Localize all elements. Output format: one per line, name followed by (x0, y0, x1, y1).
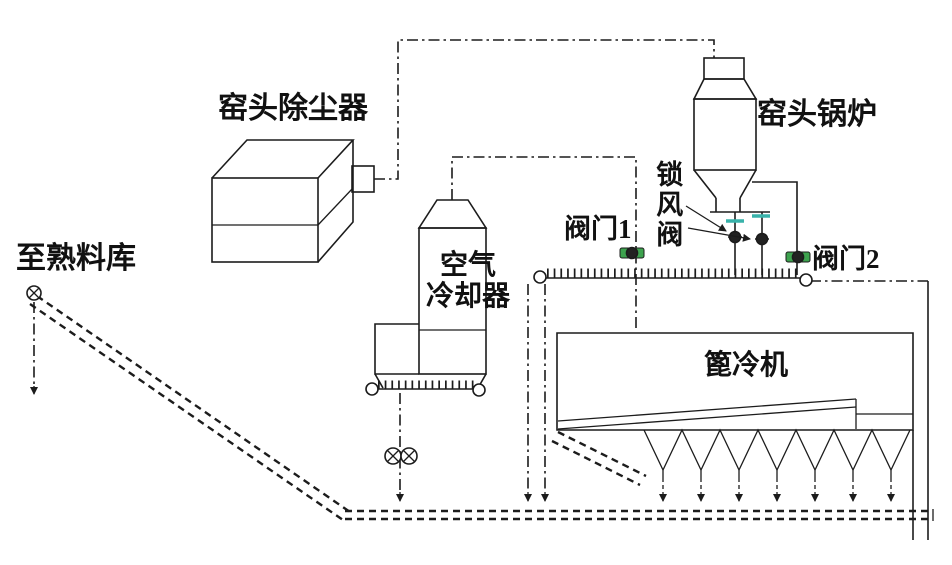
label-valve-1: 阀门1 (564, 214, 632, 244)
conveyor-pulley-left (533, 270, 547, 284)
air-cooler-drag-conveyor (365, 380, 486, 397)
bottom-clinker-conveyor (345, 509, 934, 521)
lock-valve-pointer-left (685, 205, 727, 232)
air-lock-valves (726, 214, 770, 246)
label-to-clinker-silo: 至熟料库 (16, 242, 136, 275)
label-dust-collector: 窑头除尘器 (218, 92, 368, 125)
lock-valve-pointer-right (687, 227, 751, 242)
boiler-shape (692, 57, 798, 275)
pipe-air-cooler-to-valve1-drop (451, 156, 637, 330)
pipe-right-duct (810, 280, 929, 540)
cooler-hoppers (643, 428, 911, 492)
label-kiln-head-boiler: 窑头锅炉 (757, 98, 877, 131)
flow-arrows (30, 205, 895, 502)
conveyor-pulley-left (365, 382, 379, 396)
silo-conveyor-head-pulley (26, 285, 42, 301)
lock-valve-right (755, 232, 769, 246)
label-air-cooler-line1: 空气 (439, 250, 496, 281)
conveyor-pulley-right (799, 273, 813, 287)
valve-2-symbol (785, 250, 811, 264)
valve-1-symbol (619, 246, 645, 260)
inclined-clinker-conveyor (29, 295, 351, 521)
boiler-drag-conveyor (533, 268, 813, 287)
label-air-lock-valve: 锁风阀 (652, 160, 683, 250)
label-air-cooler-line2: 冷却器 (425, 281, 510, 313)
label-air-cooler: 空气 冷却器 (422, 250, 514, 313)
pipe-conveyor-down-drops (33, 284, 546, 492)
conveyor-pulley-right (472, 383, 486, 397)
dust-collector-shape (211, 139, 375, 263)
cooler-left-chute-conveyor (551, 430, 647, 487)
label-grate-cooler: 篦冷机 (704, 350, 789, 381)
grate-cooler-shape (556, 332, 914, 431)
label-valve-2: 阀门2 (812, 244, 880, 274)
rotary-feeder-pair (384, 447, 418, 465)
pipe-dust-collector-to-boiler (374, 39, 715, 180)
